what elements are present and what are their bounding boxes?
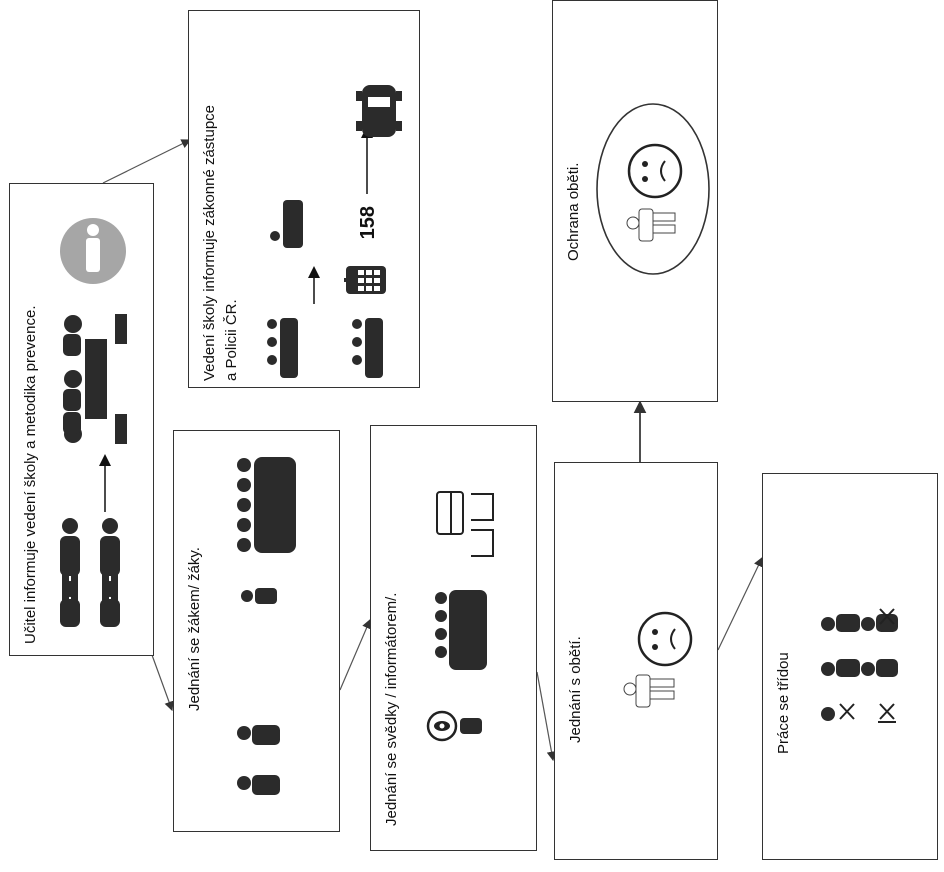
group-icon	[352, 318, 383, 378]
sad-victim-icon	[596, 103, 710, 275]
step-talk-with-victim: Jednání s obětí.	[554, 462, 718, 860]
step-school-informs: Vedení školy informuje zákonné zástupce …	[188, 10, 420, 388]
arrow-victim-to-class	[717, 556, 763, 651]
police-number: 158	[357, 206, 379, 240]
people-icon	[60, 518, 120, 627]
step-school-informs-label-line2: a Policii ČR.	[223, 299, 240, 381]
person-icon	[241, 588, 277, 604]
arrow-teacher-to-pupil	[151, 654, 174, 712]
step-talk-with-witness-label: Jednání se svědky / informátorem/.	[383, 592, 400, 826]
arrow-icon	[308, 266, 320, 304]
people-icon	[237, 725, 280, 795]
parents-icon	[270, 200, 303, 248]
meeting-table-icon	[63, 314, 127, 444]
step-talk-with-victim-label: Jednání s obětí.	[567, 636, 584, 743]
arrow-teacher-to-school	[102, 139, 192, 184]
classroom-icon	[821, 608, 898, 723]
arrow-pupil-to-witness	[339, 618, 372, 691]
pointing-hands-icon	[436, 491, 494, 557]
step-talk-with-pupil: Jednání se žákem/ žáky.	[173, 430, 340, 832]
step-teacher-informs: Učitel informuje vedení školy a metodika…	[9, 183, 154, 656]
phone-icon	[344, 266, 386, 294]
sad-victim-icon	[623, 611, 693, 708]
arrow-witness-to-victim	[536, 671, 557, 762]
step-teacher-informs-label: Učitel informuje vedení školy a metodika…	[22, 305, 39, 645]
arrow-icon	[99, 454, 111, 512]
crowd-icon	[237, 457, 296, 553]
police-car-icon	[356, 85, 402, 137]
step-protect-victim: Ochrana oběti.	[552, 0, 718, 402]
step-work-with-class-label: Práce se třídou	[775, 652, 792, 754]
step-work-with-class: Práce se třídou	[762, 473, 938, 860]
info-person-icon	[60, 218, 126, 284]
step-talk-with-witness: Jednání se svědky / informátorem/.	[370, 425, 537, 851]
step-school-informs-label-line1: Vedení školy informuje zákonné zástupce	[201, 105, 218, 381]
step-talk-with-pupil-label: Jednání se žákem/ žáky.	[186, 547, 203, 711]
group-icon	[267, 318, 298, 378]
eye-person-icon	[426, 710, 482, 742]
step-protect-victim-label: Ochrana oběti.	[565, 162, 582, 261]
crowd-icon	[435, 590, 487, 670]
